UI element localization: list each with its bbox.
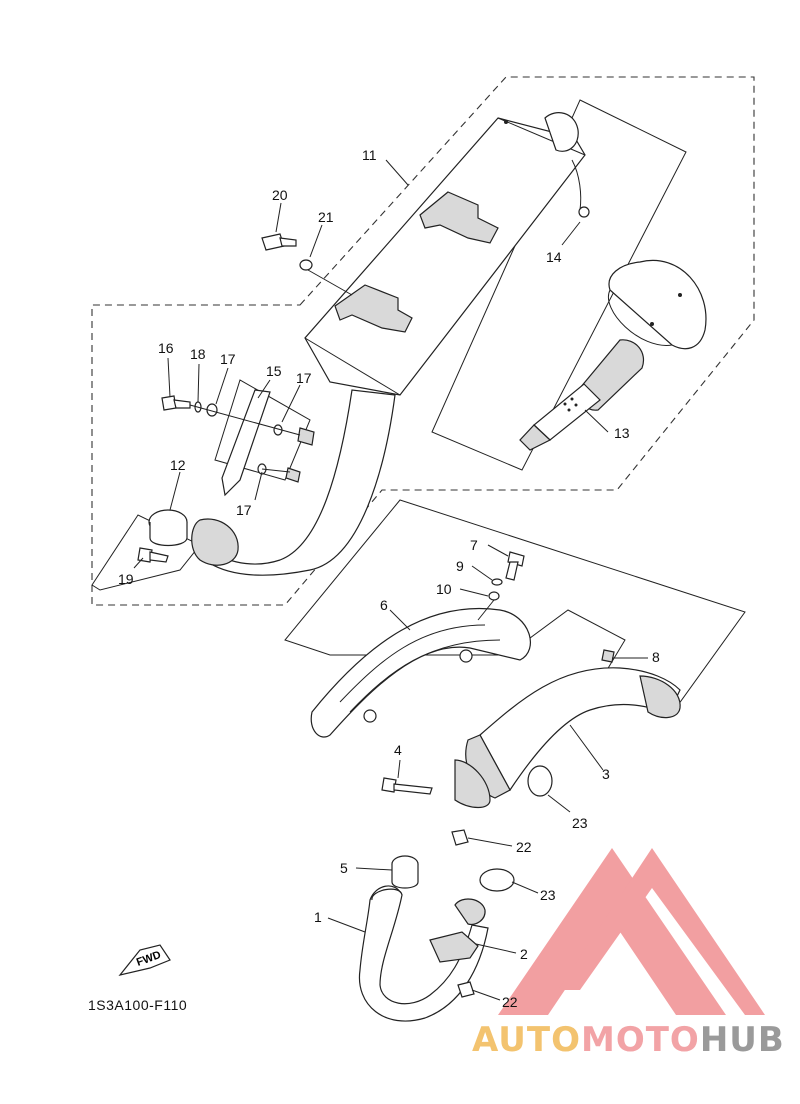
washer-9 [491, 578, 503, 586]
gasket-23a [527, 765, 553, 797]
callout-5: 5 [340, 860, 348, 876]
gasket-23b [479, 868, 515, 892]
leader-16 [189, 404, 301, 436]
callout-23a: 23 [572, 815, 588, 831]
washer-21 [299, 259, 313, 271]
muffler [304, 112, 590, 396]
callout-18: 18 [190, 346, 206, 362]
callout-16: 16 [158, 340, 174, 356]
diagram-code: 1S3A100-F110 [88, 997, 188, 1013]
callout-17a: 17 [220, 351, 236, 367]
callout-23b: 23 [540, 887, 556, 903]
callout-9: 9 [456, 558, 464, 574]
muffler-pipe [191, 389, 396, 576]
callout-14: 14 [546, 249, 562, 265]
callout-17b: 17 [296, 370, 312, 386]
callout-19: 19 [118, 571, 134, 587]
callout-11: 11 [362, 147, 377, 163]
bolt-19 [137, 547, 169, 563]
exhaust-pipe-3 [454, 649, 681, 809]
callout-22b: 22 [502, 994, 518, 1010]
fwd-arrow-icon: FWD [118, 944, 171, 976]
exhaust-pipe-1 [358, 885, 489, 1022]
leader-21 [307, 269, 353, 296]
callout-21: 21 [318, 209, 334, 225]
bracket-15 [221, 389, 315, 497]
gasket-5 [391, 855, 419, 889]
watermark-text: AUTOMOTOHUB [472, 1020, 785, 1060]
watermark-part1: AUTO [472, 1020, 581, 1060]
bolt-20 [261, 233, 297, 251]
callout-4: 4 [394, 742, 402, 758]
bolt-4 [381, 777, 433, 795]
end-cap-and-arrester [519, 259, 707, 451]
callout-2: 2 [520, 946, 528, 962]
watermark-part2: MOTO [580, 1020, 700, 1060]
callout-13: 13 [614, 425, 630, 441]
callout-17c: 17 [236, 502, 252, 518]
leader-17c [261, 468, 291, 473]
washer-10 [488, 591, 500, 601]
leader-10 [477, 599, 495, 621]
nut-22b [457, 981, 475, 998]
heat-protector-6 [310, 607, 531, 738]
bolt-16 [161, 395, 191, 411]
callout-10: 10 [436, 581, 452, 597]
callout-7: 7 [470, 537, 478, 553]
callout-20: 20 [272, 187, 288, 203]
callout-1: 1 [314, 909, 322, 925]
nut-22a [451, 829, 469, 846]
callout-15: 15 [266, 363, 282, 379]
leader-lines [133, 159, 648, 1001]
watermark-logo [498, 848, 765, 1015]
gasket-12 [148, 509, 188, 547]
callout-22a: 22 [516, 839, 532, 855]
watermark-part3: HUB [699, 1020, 785, 1060]
callout-6: 6 [380, 597, 388, 613]
callout-labels: 11 14 20 21 16 18 17 15 17 17 12 19 13 7… [118, 147, 660, 1010]
solid-group-boundaries [91, 99, 746, 713]
callout-8: 8 [652, 649, 660, 665]
callout-12: 12 [170, 457, 186, 473]
callout-3: 3 [602, 766, 610, 782]
muffler-assembly-boundary [91, 76, 755, 606]
bolt-7 [505, 551, 525, 581]
